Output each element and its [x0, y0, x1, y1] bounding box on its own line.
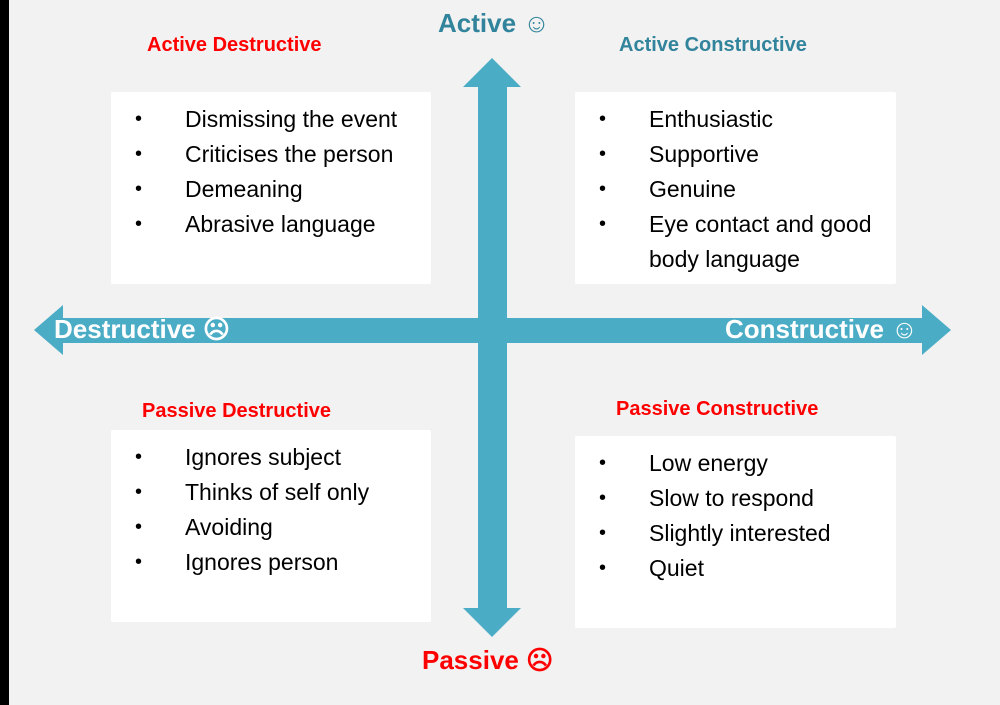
list-item: • Enthusiastic [575, 102, 896, 137]
quadrant-box-passive-destructive: • Ignores subject • Thinks of self only • A… [111, 430, 431, 622]
quadrant-title-active-destructive: Active Destructive [147, 34, 322, 56]
quadrant-box-passive-constructive: • Low energy • Slow to respond • Slightly i… [575, 436, 896, 628]
item-text: Slow to respond [649, 485, 814, 511]
bullet-icon: • [599, 143, 607, 165]
quadrant-box-active-destructive: • Dismissing the event • Criticises the pe… [111, 92, 431, 284]
item-text: Enthusiastic [649, 106, 774, 132]
item-text: Ignores subject [185, 444, 341, 470]
item-text: Quiet [649, 555, 704, 581]
list-item: • Abrasive language [111, 207, 431, 242]
list-item: • Eye contact and good body language [575, 207, 896, 277]
item-text: Slightly interested [649, 520, 831, 546]
list-item: • Ignores person [111, 545, 431, 580]
list-item: • Supportive [575, 137, 896, 172]
bullet-icon: • [599, 487, 607, 509]
axis-label-active: Active ☺ [438, 8, 550, 38]
item-text: Abrasive language [185, 211, 376, 237]
item-text: Supportive [649, 141, 759, 167]
item-text: Criticises the person [185, 141, 394, 167]
item-text: Demeaning [185, 176, 303, 202]
bullet-icon: • [599, 108, 607, 130]
list-item: • Slightly interested [575, 516, 896, 551]
axis-label-constructive: Constructive ☺ [725, 314, 918, 344]
bullet-icon: • [135, 108, 143, 130]
bullet-icon: • [599, 522, 607, 544]
item-text: Avoiding [185, 514, 273, 540]
bullet-icon: • [135, 551, 143, 573]
bullet-icon: • [135, 516, 143, 538]
axis-label-destructive: Destructive ☹ [54, 314, 230, 344]
list-item: • Slow to respond [575, 481, 896, 516]
item-text: Low energy [649, 450, 768, 476]
bullet-icon: • [599, 557, 607, 579]
vertical-axis-arrow [463, 58, 521, 637]
item-text: Genuine [649, 176, 736, 202]
list-item: • Demeaning [111, 172, 431, 207]
axis-label-passive: Passive ☹ [422, 645, 554, 675]
bullet-icon: • [135, 446, 143, 468]
bullet-icon: • [135, 143, 143, 165]
quadrant-title-passive-constructive: Passive Constructive [616, 398, 819, 420]
quadrant-title-passive-destructive: Passive Destructive [142, 400, 332, 422]
list-item: • Thinks of self only [111, 475, 431, 510]
quadrant-title-active-constructive: Active Constructive [619, 34, 807, 56]
list-item: • Genuine [575, 172, 896, 207]
list-item: • Criticises the person [111, 137, 431, 172]
item-text: Thinks of self only [185, 479, 370, 505]
bullet-icon: • [599, 213, 607, 235]
list-item: • Quiet [575, 551, 896, 586]
bullet-icon: • [599, 452, 607, 474]
bullet-icon: • [599, 178, 607, 200]
list-item: • Dismissing the event [111, 102, 431, 137]
bullet-icon: • [135, 213, 143, 235]
list-item: • Avoiding [111, 510, 431, 545]
item-text: Ignores person [185, 549, 339, 575]
item-text: Eye contact and good body language [649, 211, 872, 272]
list-item: • Low energy [575, 446, 896, 481]
bullet-icon: • [135, 178, 143, 200]
item-text: Dismissing the event [185, 106, 398, 132]
list-item: • Ignores subject [111, 440, 431, 475]
bullet-icon: • [135, 481, 143, 503]
quadrant-box-active-constructive: • Enthusiastic • Supportive • Genuine • Eye … [575, 92, 896, 284]
